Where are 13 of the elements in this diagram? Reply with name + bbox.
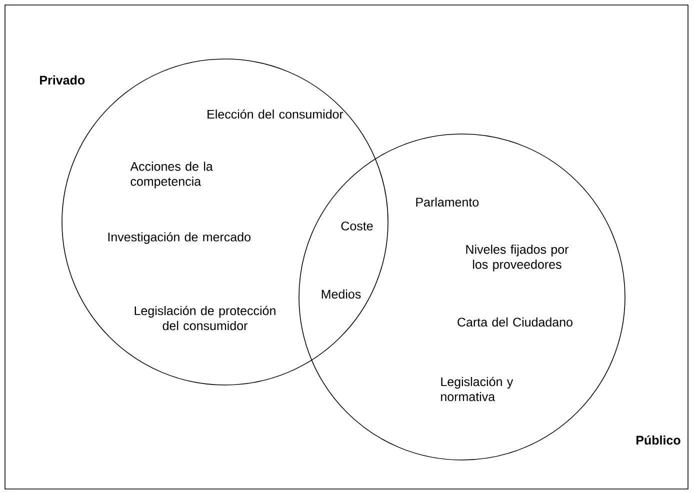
set-item: Elección del consumidor [208,109,344,119]
set-title: Privado [40,75,85,85]
set-item: Niveles fijados por los proveedores [466,244,569,272]
set-item: Legislación y normativa [441,376,514,402]
set-item: Carta del Ciudadano [458,317,572,327]
set-item: Investigación de mercado [108,232,250,244]
set-title: Público [636,435,680,445]
set-item: Coste [341,222,373,230]
set-item: Acciones de la competencia [130,162,213,188]
set-item: Legislación de protección del consumidor [134,306,276,330]
set-item: Medios [322,289,361,299]
set-circle [298,134,626,460]
set-item: Parlamento [416,197,479,207]
